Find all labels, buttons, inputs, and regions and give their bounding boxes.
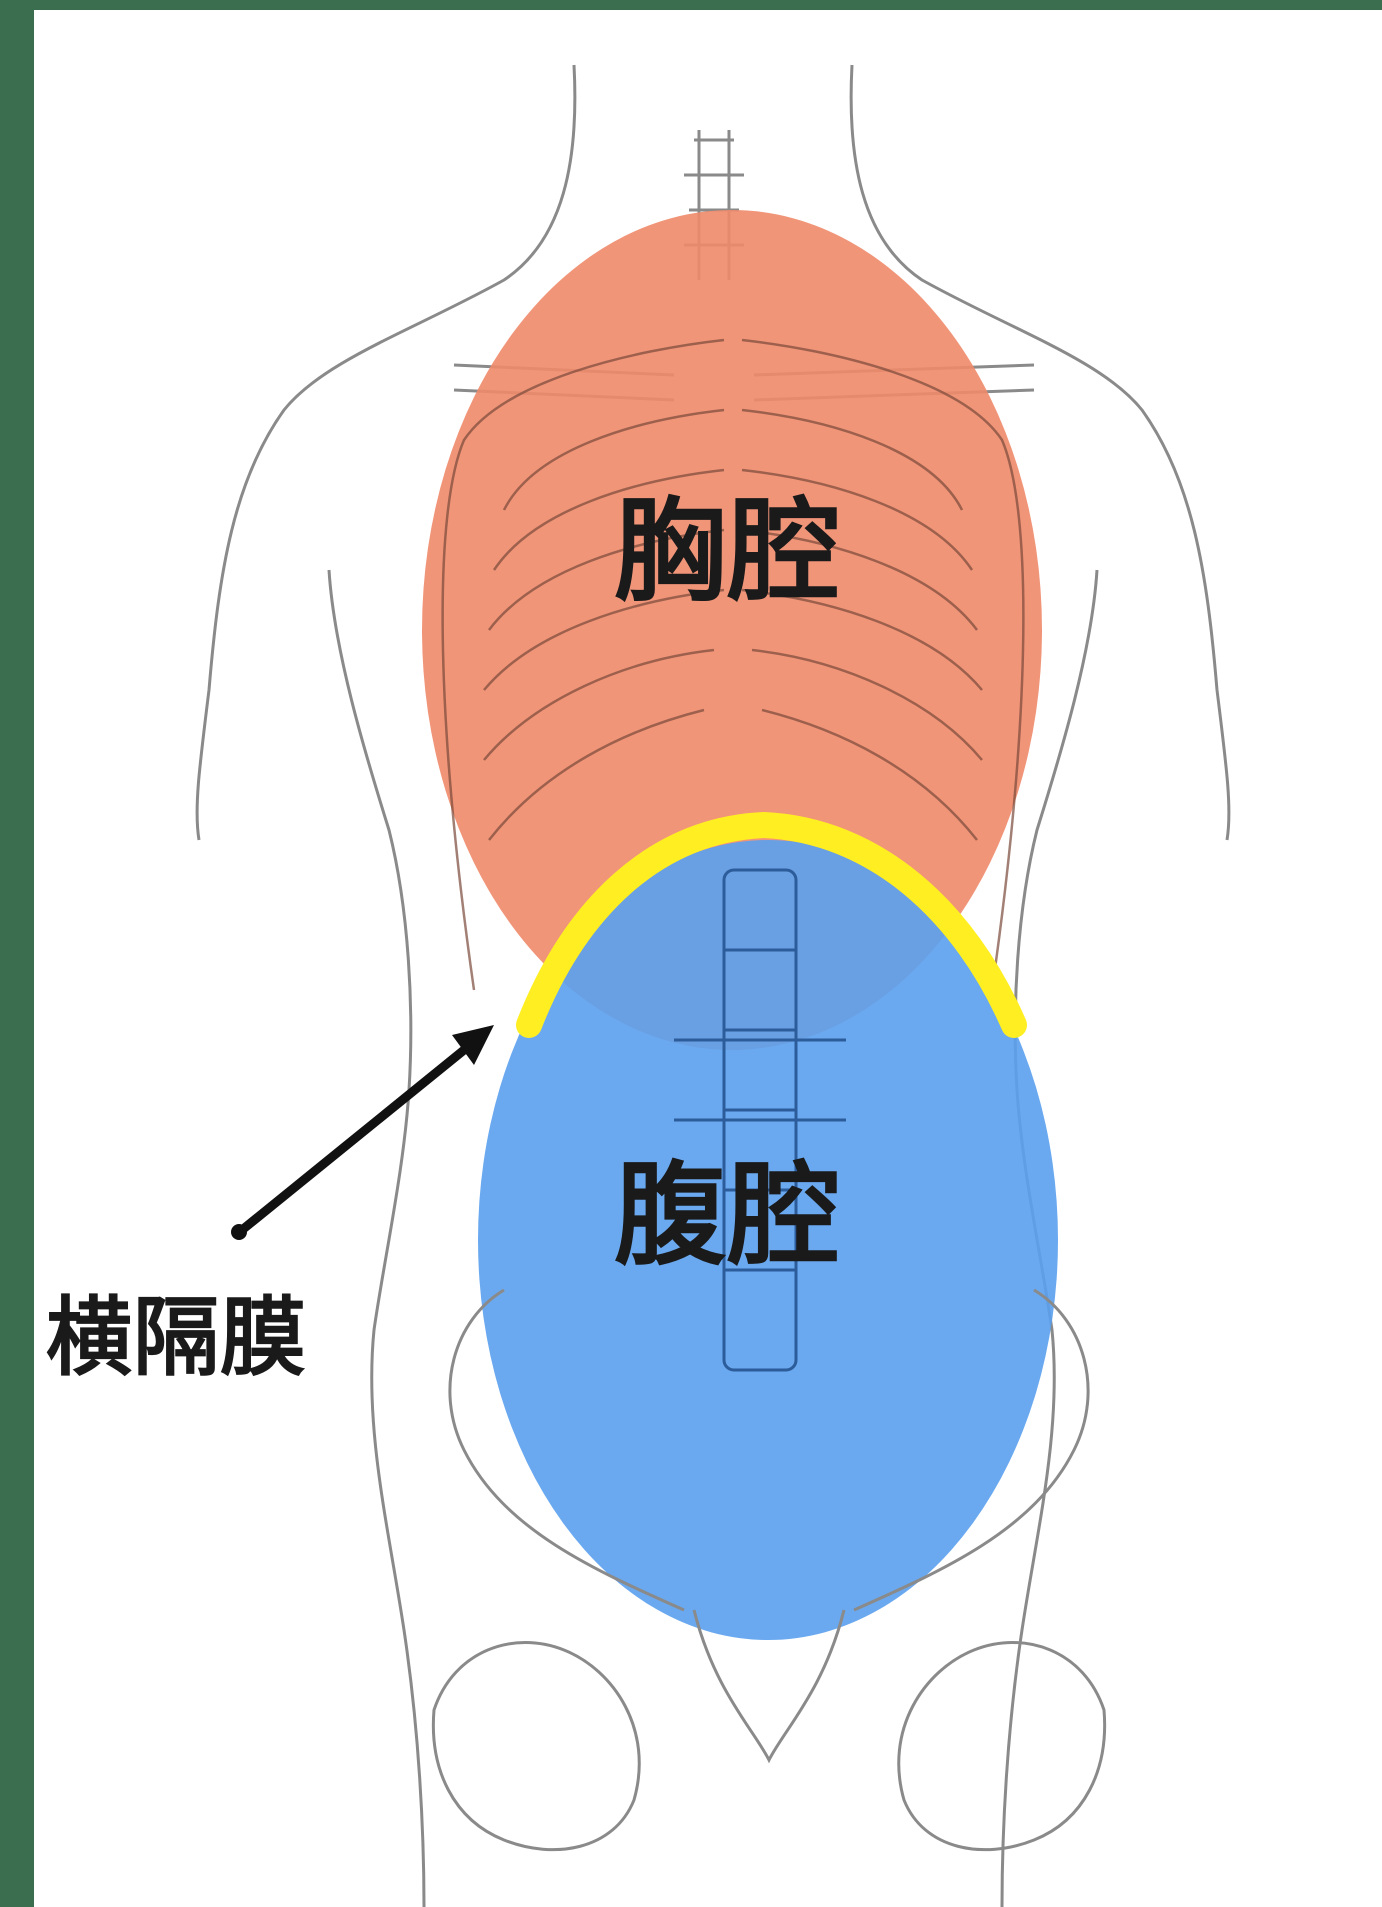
abdominal-cavity-label: 腹腔 — [614, 1160, 842, 1272]
diagram-frame: 胸腔 腹腔 横隔膜 — [34, 10, 1382, 1907]
torso-diagram — [34, 10, 1382, 1907]
arrow-pointer-icon — [231, 1025, 494, 1240]
thoracic-cavity-label: 胸腔 — [614, 496, 842, 608]
diaphragm-label: 横隔膜 — [46, 1295, 307, 1381]
